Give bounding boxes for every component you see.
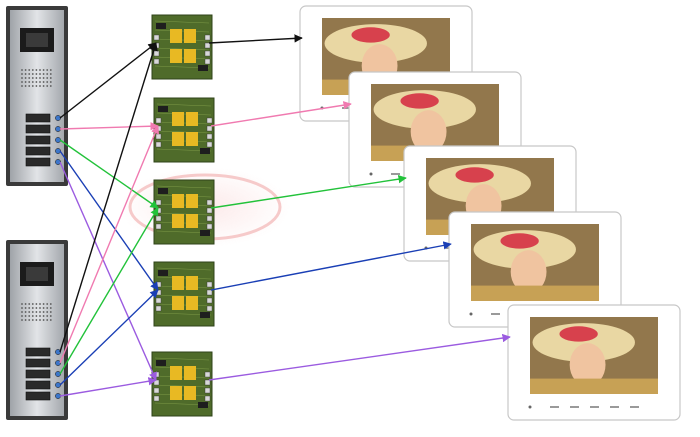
switch-board <box>153 179 215 245</box>
call-button[interactable] <box>25 157 61 167</box>
hat <box>532 323 635 362</box>
switch-board <box>151 351 213 417</box>
relay <box>186 276 198 290</box>
switch-board <box>151 14 213 80</box>
panel-wire <box>59 122 159 131</box>
monitor-control[interactable] <box>590 406 599 408</box>
panel-wire <box>59 207 159 375</box>
monitor-wire <box>208 34 303 44</box>
outdoor-panel <box>6 240 68 420</box>
monitor-control[interactable] <box>491 313 500 315</box>
relay <box>172 112 184 126</box>
monitor-control[interactable] <box>391 173 400 175</box>
relay <box>184 386 196 400</box>
relay <box>186 112 198 126</box>
panel-wire <box>59 125 159 364</box>
hat <box>373 90 476 129</box>
hat <box>324 24 427 63</box>
call-button[interactable] <box>25 380 61 390</box>
speaker-grille <box>21 303 52 321</box>
panel-wire <box>59 377 157 397</box>
panel-wire <box>59 161 157 381</box>
outdoor-panel <box>6 6 68 186</box>
face <box>410 110 447 154</box>
relay <box>186 194 198 208</box>
monitor-wire <box>210 101 352 127</box>
relay <box>186 296 198 310</box>
monitor-wire <box>210 174 407 209</box>
call-button[interactable] <box>25 146 61 156</box>
relay <box>170 386 182 400</box>
relay <box>186 214 198 228</box>
call-button[interactable] <box>25 124 61 134</box>
hat <box>473 230 576 269</box>
monitor-control[interactable] <box>630 406 639 408</box>
relay <box>184 49 196 63</box>
panel-wire <box>59 139 159 209</box>
monitor-control[interactable] <box>570 406 579 408</box>
relay <box>170 29 182 43</box>
panel-wire <box>59 42 157 119</box>
panel-wire <box>59 42 158 353</box>
monitor-wire <box>208 333 511 381</box>
relay <box>170 49 182 63</box>
panel-wire <box>59 289 159 386</box>
monitor-control[interactable] <box>550 406 559 408</box>
relay <box>170 366 182 380</box>
switch-board <box>153 261 215 327</box>
speaker-grille <box>21 69 52 87</box>
relay <box>184 366 196 380</box>
call-button[interactable] <box>25 358 61 368</box>
relay <box>186 132 198 146</box>
call-button[interactable] <box>25 135 61 145</box>
hat <box>428 164 531 203</box>
relay <box>172 276 184 290</box>
relay <box>172 194 184 208</box>
monitor-wire <box>210 241 452 291</box>
indoor-monitor <box>507 304 681 421</box>
panel-wire <box>59 150 159 291</box>
relay <box>172 132 184 146</box>
relay <box>184 29 196 43</box>
face <box>569 343 606 387</box>
call-button[interactable] <box>25 113 61 123</box>
switch-board <box>153 97 215 163</box>
monitor-control[interactable] <box>610 406 619 408</box>
relay <box>172 214 184 228</box>
call-button[interactable] <box>25 347 61 357</box>
indoor-monitor <box>448 211 622 328</box>
relay <box>172 296 184 310</box>
face <box>510 250 547 294</box>
